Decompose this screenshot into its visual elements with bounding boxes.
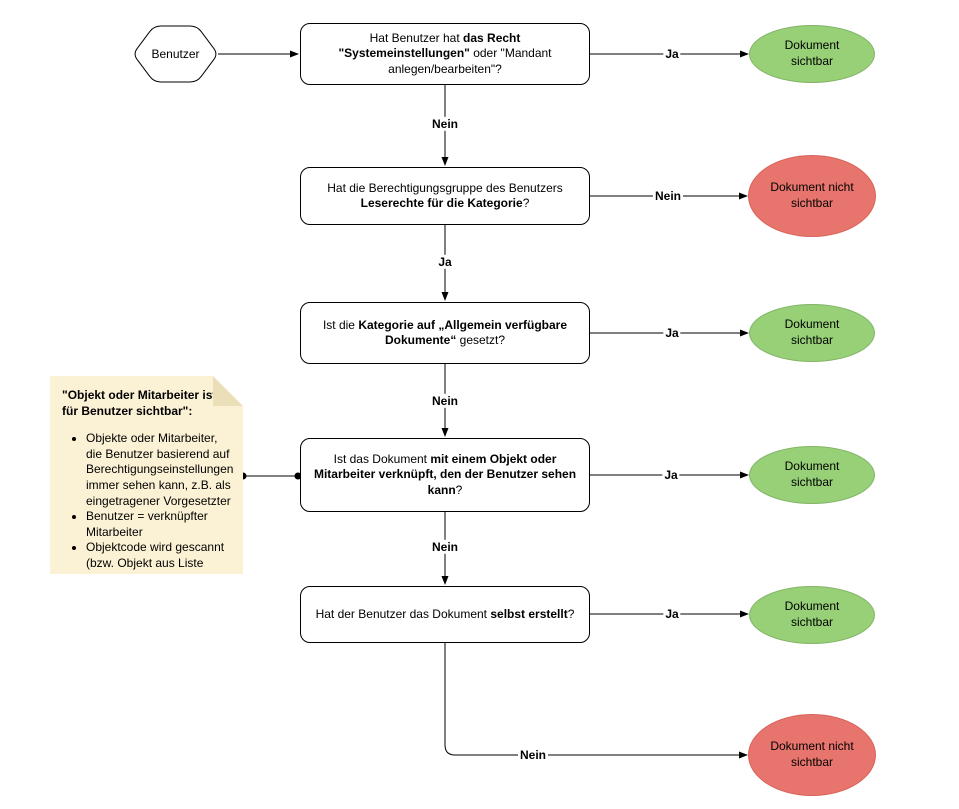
edge-q5-no bbox=[444, 643, 741, 756]
arrowhead-icon bbox=[740, 471, 749, 479]
decision-text: Hat Benutzer hat das Recht "Systemeinste… bbox=[338, 30, 552, 76]
note-bullet: Benutzer = verknüpfter Mitarbeiter bbox=[86, 509, 235, 540]
note-bullet: Objekte oder Mitarbeiter, die Benutzer b… bbox=[86, 431, 235, 509]
edge-label-q2-no: Nein bbox=[652, 188, 684, 204]
outcome-label: Dokument sichtbar bbox=[784, 317, 840, 347]
decision-text: Ist das Dokument mit einem Objekt oder M… bbox=[313, 451, 577, 497]
decision-box-read-rights: Hat die Berechtigungsgruppe des Benutzer… bbox=[300, 167, 590, 225]
decision-text: Hat der Benutzer das Dokument selbst ers… bbox=[315, 606, 575, 621]
outcome-label: Dokument nicht sichtbar bbox=[770, 739, 854, 769]
decision-box-public-category: Ist die Kategorie auf „Allgemein verfügb… bbox=[300, 302, 590, 364]
outcome-label: Dokument sichtbar bbox=[784, 38, 840, 68]
arrowhead-icon bbox=[290, 50, 299, 58]
arrowhead-icon bbox=[739, 192, 748, 200]
edge-label-q1-no: Nein bbox=[429, 116, 461, 132]
decision-box-system-right: Hat Benutzer hat das Recht "Systemeinste… bbox=[300, 23, 590, 85]
arrowhead-icon bbox=[441, 292, 449, 301]
sticky-note: "Objekt oder Mitarbeiter ist für Benutze… bbox=[50, 376, 243, 574]
outcome-label: Dokument nicht sichtbar bbox=[770, 180, 854, 210]
arrowhead-icon bbox=[739, 751, 748, 759]
edge-label-q5-yes: Ja bbox=[663, 606, 681, 622]
outcome-ellipse-visible-2: Dokument sichtbar bbox=[749, 304, 875, 362]
outcome-label: Dokument sichtbar bbox=[784, 599, 840, 629]
decision-box-linked-object: Ist das Dokument mit einem Objekt oder M… bbox=[300, 438, 590, 512]
start-node-label: Benutzer bbox=[151, 46, 200, 61]
connector-dot-icon bbox=[294, 472, 302, 480]
outcome-ellipse-not-visible-1: Dokument nicht sichtbar bbox=[748, 155, 876, 237]
arrowhead-icon bbox=[740, 610, 749, 618]
outcome-ellipse-visible-4: Dokument sichtbar bbox=[749, 586, 875, 644]
start-node-shape bbox=[134, 25, 217, 83]
arrowhead-icon bbox=[441, 157, 449, 166]
note-bullet-list: Objekte oder Mitarbeiter, die Benutzer b… bbox=[62, 431, 235, 587]
edge-label-q5-no: Nein bbox=[517, 747, 549, 763]
edge-label-q4-yes: Ja bbox=[662, 467, 680, 483]
edge-label-q1-yes: Ja bbox=[663, 46, 681, 62]
note-title: "Objekt oder Mitarbeiter ist für Benutze… bbox=[62, 388, 217, 418]
decision-text: Hat die Berechtigungsgruppe des Benutzer… bbox=[327, 180, 563, 210]
decision-text: Ist die Kategorie auf „Allgemein verfügb… bbox=[322, 317, 568, 347]
outcome-ellipse-visible-3: Dokument sichtbar bbox=[749, 446, 875, 504]
arrowhead-icon bbox=[441, 576, 449, 585]
arrowhead-icon bbox=[740, 329, 749, 337]
decision-box-self-created: Hat der Benutzer das Dokument selbst ers… bbox=[300, 586, 590, 643]
outcome-ellipse-not-visible-2: Dokument nicht sichtbar bbox=[748, 714, 876, 796]
outcome-label: Dokument sichtbar bbox=[784, 459, 840, 489]
outcome-ellipse-visible-1: Dokument sichtbar bbox=[749, 25, 875, 83]
edge-label-q2-yes: Ja bbox=[436, 254, 454, 270]
arrowhead-icon bbox=[441, 428, 449, 437]
edge-label-q4-no: Nein bbox=[429, 539, 461, 555]
edge-label-q3-yes: Ja bbox=[663, 325, 681, 341]
arrowhead-icon bbox=[740, 50, 749, 58]
edge-label-q3-no: Nein bbox=[429, 393, 461, 409]
